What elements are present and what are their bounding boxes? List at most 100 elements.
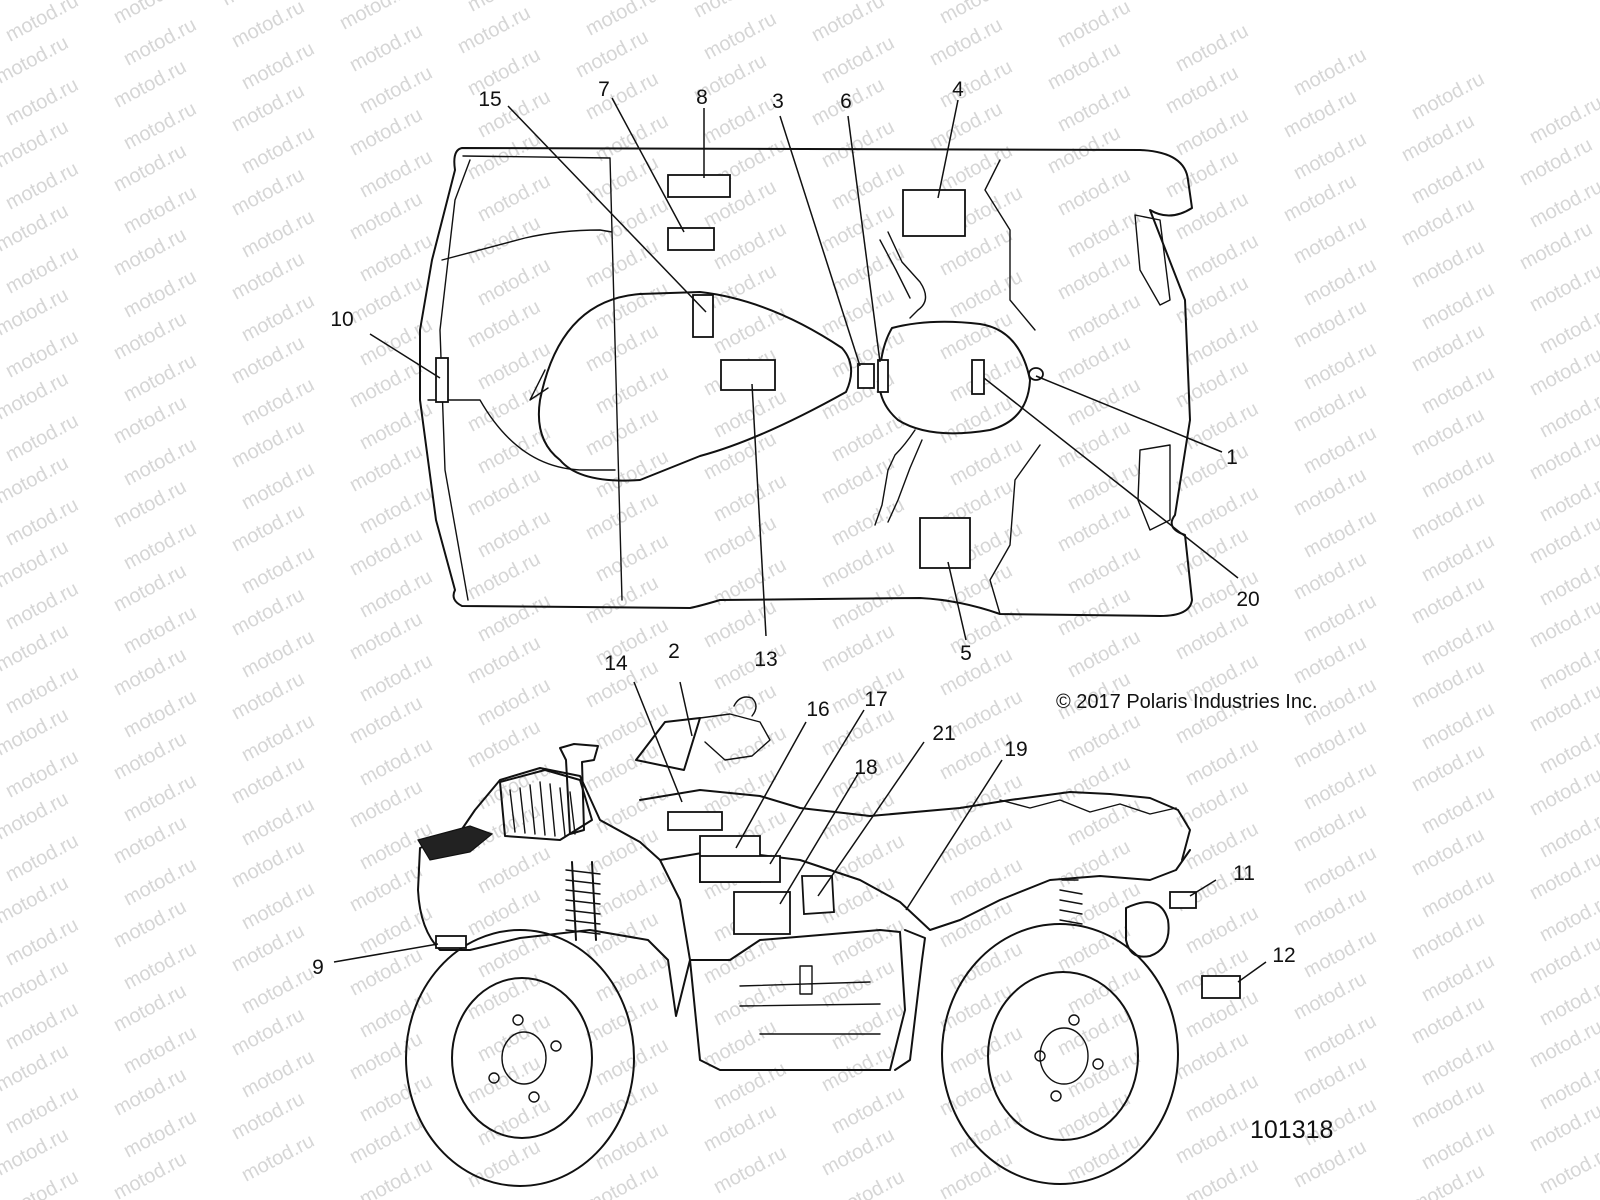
watermark-text: motod.ru (120, 938, 200, 994)
watermark-text: motod.ru (1300, 590, 1380, 646)
callout-10: 10 (330, 308, 353, 331)
watermark-text: motod.ru (356, 650, 436, 706)
drawing-number: 101318 (1250, 1116, 1333, 1144)
watermark-text: motod.ru (1418, 1118, 1498, 1174)
decal-10 (435, 357, 449, 403)
watermark-text: motod.ru (1064, 542, 1144, 598)
callout-19: 19 (1004, 738, 1027, 761)
watermark-text: motod.ru (1172, 104, 1252, 160)
watermark-text: motod.ru (710, 974, 790, 1030)
callout-7: 7 (598, 78, 610, 101)
watermark-text: motod.ru (936, 1148, 1016, 1200)
callout-14: 14 (604, 652, 628, 675)
watermark-text: motod.ru (356, 482, 436, 538)
callout-4: 4 (952, 78, 964, 101)
watermark-text: motod.ru (238, 374, 318, 430)
rear-wheel (941, 923, 1179, 1185)
top-view-seat (537, 291, 853, 482)
watermark-text: motod.ru (238, 38, 318, 94)
watermark-text: motod.ru (2, 242, 82, 298)
watermark-text: motod.ru (1418, 614, 1498, 670)
callout-2: 2 (668, 640, 680, 663)
watermark-text: motod.ru (710, 386, 790, 442)
watermark-text: motod.ru (1300, 254, 1380, 310)
watermark-text: motod.ru (238, 794, 318, 850)
watermark-text: motod.ru (2, 998, 82, 1054)
watermark-text: motod.ru (474, 1094, 554, 1150)
callout-13: 13 (754, 648, 777, 671)
watermark-text: motod.ru (2, 158, 82, 214)
watermark-text: motod.ru (238, 290, 318, 346)
watermark-text: motod.ru (828, 578, 908, 634)
watermark-text: motod.ru (1526, 848, 1600, 904)
watermark-text: motod.ru (120, 602, 200, 658)
watermark-text: motod.ru (1054, 80, 1134, 136)
watermark-text: motod.ru (582, 1160, 662, 1200)
top-view-handlebar-lower (874, 429, 923, 526)
watermark-text: motod.ru (120, 434, 200, 490)
watermark-text: motod.ru (1064, 290, 1144, 346)
watermark-text: motod.ru (1054, 0, 1134, 52)
watermark-text: motod.ru (710, 470, 790, 526)
decal-18 (733, 891, 791, 935)
watermark-text: motod.ru (238, 122, 318, 178)
watermark-text: motod.ru (946, 1106, 1026, 1162)
watermark-text: motod.ru (238, 542, 318, 598)
watermark-text: motod.ru (1182, 314, 1262, 370)
front-wheel (405, 929, 635, 1187)
watermark-text: motod.ru (120, 854, 200, 910)
watermark-text: motod.ru (710, 1058, 790, 1114)
watermark-text: motod.ru (1418, 362, 1498, 418)
atv-top-view (419, 147, 1193, 617)
watermark-text: motod.ru (356, 986, 436, 1042)
watermark-text: motod.ru (946, 854, 1026, 910)
watermark-text: motod.ru (1526, 344, 1600, 400)
watermark-text: motod.ru (356, 902, 436, 958)
watermark-text: motod.ru (946, 266, 1026, 322)
watermark-text: motod.ru (592, 1118, 672, 1174)
callout-11: 11 (1233, 862, 1255, 885)
watermark-text: motod.ru (936, 56, 1016, 112)
watermark-text: motod.ru (474, 1010, 554, 1066)
watermark-text: motod.ru (1064, 962, 1144, 1018)
watermark-text: motod.ru (1300, 1010, 1380, 1066)
callout-3: 3 (772, 90, 784, 113)
watermark-text: motod.ru (710, 302, 790, 358)
headlight-housing (417, 825, 494, 861)
grille-slats (509, 781, 576, 837)
watermark-text: motod.ru (592, 950, 672, 1006)
watermark-text: motod.ru (2, 662, 82, 718)
watermark-text: motod.ru (1300, 338, 1380, 394)
watermark-text: motod.ru (474, 590, 554, 646)
watermark-text: motod.ru (1182, 230, 1262, 286)
watermark-text: motod.ru (474, 926, 554, 982)
decal-11 (1169, 891, 1197, 909)
watermark-text: motod.ru (710, 1142, 790, 1198)
decal-7 (667, 227, 715, 251)
callout-9: 9 (312, 956, 324, 979)
watermark-text: motod.ru (1418, 950, 1498, 1006)
watermark-text: motod.ru (1064, 206, 1144, 262)
footwell (689, 929, 906, 1071)
watermark-text: motod.ru (1526, 512, 1600, 568)
watermark-text: motod.ru (2, 74, 82, 130)
watermark-text: motod.ru (238, 1046, 318, 1102)
watermark-text: motod.ru (592, 362, 672, 418)
callout-18: 18 (854, 756, 877, 779)
callout-16: 16 (806, 698, 829, 721)
watermark-text: motod.ru (1418, 782, 1498, 838)
watermark-text: motod.ru (474, 674, 554, 730)
watermark-text: motod.ru (700, 8, 780, 64)
watermark-text: motod.ru (1418, 278, 1498, 334)
watermark-text: motod.ru (1418, 1034, 1498, 1090)
handlebar-controls (699, 696, 771, 761)
watermark-text: motod.ru (818, 32, 898, 88)
watermark-text: motod.ru (120, 14, 200, 70)
watermark-text: motod.ru (1064, 374, 1144, 430)
watermark-text: motod.ru (356, 314, 436, 370)
watermark-text: motod.ru (2, 578, 82, 634)
watermark-text: motod.ru (2, 0, 82, 46)
watermark-text: motod.ru (1418, 866, 1498, 922)
rear-rack (999, 799, 1177, 815)
